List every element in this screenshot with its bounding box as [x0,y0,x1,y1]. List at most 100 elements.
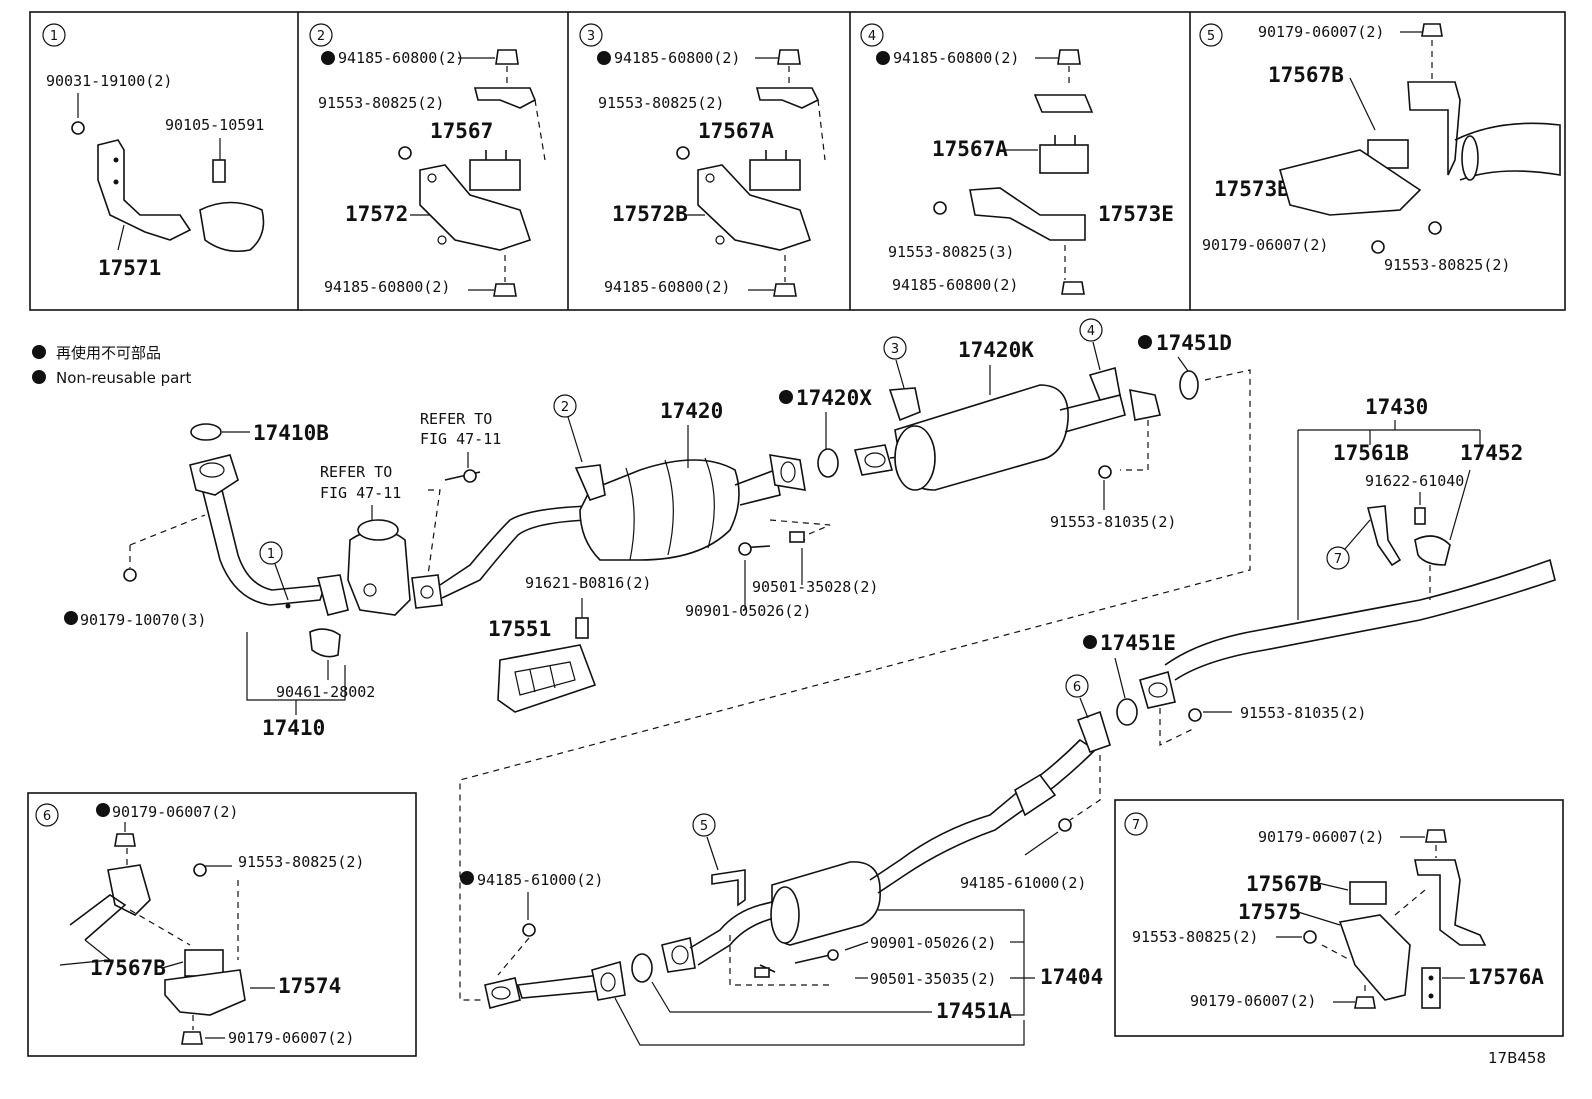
part-label: 91622-61040 [1365,472,1464,490]
part-label: 17567A [698,119,774,143]
non-reusable-dot [64,611,78,625]
part-label: 17451E [1100,631,1176,655]
manifold-converter: REFER TO FIG 47-11 REFER TO FIG 47-11 [320,410,501,616]
part-label: 17576A [1468,965,1544,989]
part-label: 17451A [936,999,1012,1023]
part-label: 17573B [1214,177,1290,201]
non-reusable-dot [1138,335,1152,349]
svg-text:6: 6 [1073,680,1081,695]
detail-box-3: 3 94185-60800(2) 91553-80825(2) 17567A 1… [579,23,826,297]
svg-text:4: 4 [1087,324,1095,339]
part-label: 94185-60800(2) [338,49,464,67]
part-label: 17420K [958,338,1034,362]
part-label: 17567B [90,956,166,980]
part-label: 90179-06007(2) [1202,236,1328,254]
part-label: 17451D [1156,331,1232,355]
svg-text:3: 3 [891,342,899,357]
part-label: 17430 [1365,395,1428,419]
part-label: 91553-80825(2) [598,94,724,112]
svg-text:5: 5 [700,819,708,834]
part-label: 17410 [262,716,325,740]
part-label: 90105-10591 [165,116,264,134]
part-label: 94185-61000(2) [477,871,603,889]
part-label: 90179-06007(2) [228,1029,354,1047]
part-label: 94185-60800(2) [604,278,730,296]
ref-2: 2 [317,29,325,44]
part-label: 17410B [253,421,329,445]
part-label: 91553-80825(2) [238,853,364,871]
part-label: 17420X [796,386,872,410]
part-label: 17572B [612,202,688,226]
non-reusable-dot [321,51,335,65]
detail-box-6: 6 90179-06007(2) 91553-80825(2) 17567B 1… [27,792,417,1057]
part-label: 17567A [932,137,1008,161]
center-pipe-17404: 94185-61000(2) 5 6 94185-61000(2) [460,674,1111,1046]
non-reusable-dot [876,51,890,65]
legend: 再使用不可部品 Non-reusable part [32,344,191,387]
diagram-code: 17B458 [1488,1049,1546,1067]
part-label: 90179-06007(2) [112,803,238,821]
legend-jp: 再使用不可部品 [56,344,161,362]
detail-box-1: 1 90031-19100(2) 90105-10591 17571 [42,23,264,280]
refer-text: REFER TO [320,463,392,481]
part-label: 91553-81035(2) [1050,513,1176,531]
legend-en: Non-reusable part [56,369,191,387]
part-label: 17575 [1238,900,1301,924]
part-label: 90501-35028(2) [752,578,878,596]
part-label: 90901-05026(2) [685,602,811,620]
part-label: 91621-B0816(2) [525,574,651,592]
ref-6: 6 [43,809,51,824]
part-label: 90901-05026(2) [870,934,996,952]
part-label: 91553-80825(3) [888,243,1014,261]
non-reusable-dot [32,345,46,359]
part-label: 91553-80825(2) [1384,256,1510,274]
part-label: 17574 [278,974,341,998]
part-label: 91553-80825(2) [1132,928,1258,946]
part-label: 90179-06007(2) [1258,828,1384,846]
part-label: 90179-06007(2) [1258,23,1384,41]
refer-text: FIG 47-11 [320,484,401,502]
part-label: 94185-60800(2) [324,278,450,296]
ref-1: 1 [267,547,275,562]
part-label: 90179-06007(2) [1190,992,1316,1010]
part-label: 17571 [98,256,161,280]
non-reusable-dot [597,51,611,65]
ref-7: 7 [1132,818,1140,833]
ref-3: 3 [587,29,595,44]
non-reusable-dot [1083,635,1097,649]
part-label: 17404 [1040,965,1103,989]
non-reusable-dot [32,370,46,384]
ref-1: 1 [50,29,58,44]
detail-box-2: 2 94185-60800(2) 91553-80825(2) 17567 17… [309,23,546,297]
part-label: 17551 [488,617,551,641]
non-reusable-dot [96,803,110,817]
refer-text: FIG 47-11 [420,430,501,448]
detail-box-7: 7 90179-06007(2) 17567B 17575 91553-8082… [1114,799,1564,1037]
front-pipe-17410: 17410B 1 90179-10070(3) 90461-28002 1741… [64,421,375,740]
converter-17420: 2 17420 17420X 90501-35028(2) 90901-0502… [411,386,878,713]
non-reusable-dot [779,390,793,404]
part-label: 17567 [430,119,493,143]
part-label: 91553-80825(2) [318,94,444,112]
detail-box-4: 4 94185-60800(2) 17567A 17573E 91553-808… [860,23,1174,295]
part-label: 17573E [1098,202,1174,226]
part-label: 94185-60800(2) [614,49,740,67]
part-label: 90031-19100(2) [46,72,172,90]
detail-box-row [29,11,1566,311]
part-label: 17561B [1333,441,1409,465]
part-label: 90179-10070(3) [80,611,206,629]
part-label: 17567B [1246,872,1322,896]
part-label: 94185-61000(2) [960,874,1086,892]
svg-text:7: 7 [1334,552,1342,567]
sub-muffler-17420K: 3 4 17420K 17451D 91553-81035(2) [459,318,1251,1001]
part-label: 17420 [660,399,723,423]
part-label: 17567B [1268,63,1344,87]
part-label: 90501-35035(2) [870,970,996,988]
refer-text: REFER TO [420,410,492,428]
tail-pipe-17430: 17430 17561B 17452 91622-61040 7 17451E … [1083,395,1556,746]
part-label: 91553-81035(2) [1240,704,1366,722]
part-label: 17452 [1460,441,1523,465]
ref-4: 4 [868,29,876,44]
part-label: 94185-60800(2) [892,276,1018,294]
